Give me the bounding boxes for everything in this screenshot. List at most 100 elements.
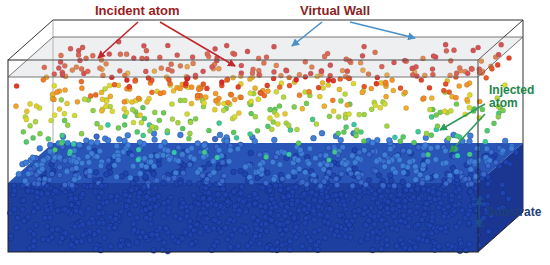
atom <box>474 145 480 151</box>
atom <box>331 109 336 114</box>
atom <box>188 161 194 167</box>
atom <box>88 93 93 98</box>
atom <box>154 232 160 238</box>
atom <box>275 213 281 219</box>
atom <box>404 105 409 110</box>
atom <box>102 235 108 241</box>
atom <box>269 217 275 223</box>
atom <box>292 104 297 109</box>
atom <box>435 124 440 129</box>
atom <box>403 90 408 95</box>
atom <box>227 217 233 223</box>
atom <box>484 146 490 152</box>
atom <box>298 147 304 153</box>
atom <box>320 80 325 85</box>
atom <box>220 160 226 166</box>
atom <box>409 187 415 193</box>
atom <box>189 145 195 151</box>
atom <box>170 117 175 122</box>
atom <box>313 155 319 161</box>
atom <box>122 106 127 111</box>
atom <box>456 187 462 193</box>
atom <box>179 152 185 158</box>
atom <box>326 145 332 151</box>
atom <box>215 192 221 198</box>
atom <box>186 136 191 141</box>
leader-arrow <box>450 114 485 152</box>
atom <box>188 205 194 211</box>
atom <box>138 190 144 196</box>
atom <box>463 176 469 182</box>
atom <box>202 150 207 155</box>
atom <box>279 177 285 183</box>
atom <box>457 83 462 88</box>
atom <box>238 191 244 197</box>
atom <box>392 135 397 140</box>
atom <box>243 209 249 215</box>
thickness-tick <box>474 199 484 200</box>
atom <box>352 160 358 166</box>
atom <box>86 145 92 151</box>
substrate-side <box>478 143 523 252</box>
atom <box>116 125 121 130</box>
atom <box>415 186 421 192</box>
atom <box>31 238 37 244</box>
atom <box>104 200 110 206</box>
atom <box>467 92 472 97</box>
atom <box>485 181 491 187</box>
atom <box>285 174 291 180</box>
atom <box>86 160 92 166</box>
atom <box>142 184 148 190</box>
atom <box>325 214 331 220</box>
atom <box>363 222 369 228</box>
atom <box>223 192 229 198</box>
atom <box>143 174 149 180</box>
atom <box>277 162 283 168</box>
atom <box>500 148 506 154</box>
atom <box>476 242 482 248</box>
atom <box>37 131 42 136</box>
atom <box>274 89 279 94</box>
atom <box>383 80 388 85</box>
atom <box>309 190 315 196</box>
atom <box>48 198 54 204</box>
atom <box>153 185 159 191</box>
atom <box>397 192 403 198</box>
atom <box>74 159 80 165</box>
callout-label: Substrate <box>486 206 541 219</box>
atom <box>50 171 56 177</box>
atom <box>384 123 389 128</box>
atom <box>425 237 431 243</box>
atom <box>390 206 396 212</box>
atom <box>328 226 334 232</box>
atom <box>386 159 392 165</box>
atom <box>134 215 140 221</box>
atom <box>73 165 79 171</box>
atom <box>248 131 253 136</box>
atom <box>362 112 367 117</box>
atom <box>69 242 75 248</box>
atom <box>211 170 217 176</box>
atom <box>259 166 265 172</box>
atom <box>172 175 178 181</box>
atom <box>449 243 455 249</box>
atom <box>270 247 276 253</box>
atom <box>429 95 434 100</box>
atom <box>225 198 231 204</box>
atom <box>26 171 32 177</box>
atom <box>269 127 274 132</box>
atom <box>71 142 76 147</box>
atom <box>413 177 419 183</box>
atom <box>397 184 403 190</box>
atom <box>271 137 277 143</box>
atom <box>318 199 324 205</box>
atom <box>237 208 243 214</box>
atom <box>322 104 327 109</box>
atom <box>390 78 395 83</box>
atom <box>144 194 150 200</box>
atom <box>105 122 110 127</box>
atom <box>419 180 425 186</box>
atom <box>198 211 204 217</box>
atom <box>252 138 258 144</box>
atom <box>206 128 211 133</box>
